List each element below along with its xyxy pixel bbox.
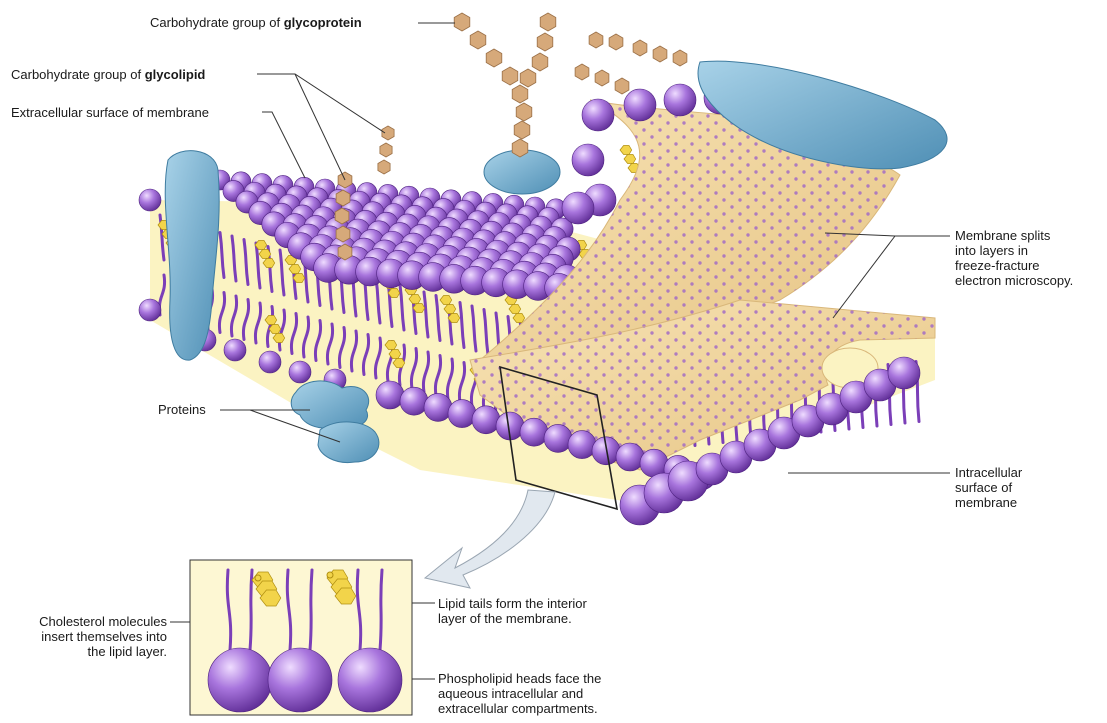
cholesterol-ring: [620, 146, 632, 155]
inset-phospholipid-head: [338, 648, 402, 712]
phospholipid-head: [224, 339, 246, 361]
label-extracellular-surface: Extracellular surface of membrane: [11, 105, 209, 120]
phospholipid-head: [424, 393, 452, 421]
phospholipid-head: [259, 351, 281, 373]
label-membrane-splits: Membrane splits into layers in freeze-fr…: [955, 228, 1073, 288]
sugar-unit: [540, 13, 556, 31]
sugar-unit: [486, 49, 502, 67]
sugar-unit: [382, 126, 394, 140]
sugar-unit: [615, 78, 629, 94]
phospholipid-head: [568, 431, 596, 459]
sugar-unit: [633, 40, 647, 56]
phospholipid-head: [544, 424, 572, 452]
phospholipid-head: [400, 387, 428, 415]
phospholipid-head: [572, 144, 604, 176]
phospholipid-head: [472, 406, 500, 434]
label-proteins: Proteins: [158, 402, 206, 417]
sugar-unit: [595, 70, 609, 86]
cholesterol-ring: [624, 155, 636, 164]
label-intracellular-surface: Intracellular surface of membrane: [955, 465, 1022, 510]
label-cholesterol: Cholesterol molecules insert themselves …: [9, 614, 167, 659]
label-glycoprotein: Carbohydrate group of glycoprotein: [150, 15, 362, 30]
sugar-unit: [512, 85, 528, 103]
phospholipid-head: [624, 89, 656, 121]
label-glycolipid: Carbohydrate group of glycolipid: [11, 67, 205, 82]
phospholipid-head: [562, 192, 594, 224]
sugar-unit: [512, 139, 528, 157]
glycoprotein-base: [484, 150, 560, 194]
sugar-unit: [502, 67, 518, 85]
zoom-arrow: [425, 490, 555, 588]
sugar-unit: [336, 190, 350, 206]
inset-phospholipid-head: [208, 648, 272, 712]
sugar-unit: [514, 121, 530, 139]
sugar-unit: [653, 46, 667, 62]
sugar-unit: [673, 50, 687, 66]
sugar-unit: [470, 31, 486, 49]
sugar-unit: [516, 103, 532, 121]
phospholipid-head: [376, 381, 404, 409]
phospholipid-head: [582, 99, 614, 131]
sugar-unit: [454, 13, 470, 31]
sugar-unit: [589, 32, 603, 48]
sugar-unit: [336, 226, 350, 242]
sugar-unit: [338, 244, 352, 260]
sugar-unit: [532, 53, 548, 71]
inset-phospholipid-head: [268, 648, 332, 712]
sugar-unit: [520, 69, 536, 87]
lipid-tail: [380, 570, 382, 650]
lipid-tail: [250, 570, 252, 650]
sugar-unit: [537, 33, 553, 51]
lipid-tail: [310, 570, 312, 650]
sugar-unit: [380, 143, 392, 157]
phospholipid-head: [888, 357, 920, 389]
phospholipid-head: [616, 443, 644, 471]
phospholipid-head: [448, 400, 476, 428]
phospholipid-head: [139, 189, 161, 211]
phospholipid-head: [664, 84, 696, 116]
label-phospholipid-heads: Phospholipid heads face the aqueous intr…: [438, 671, 601, 716]
phospholipid-head: [520, 418, 548, 446]
sugar-unit: [609, 34, 623, 50]
phospholipid-head: [139, 299, 161, 321]
sugar-unit: [575, 64, 589, 80]
label-lipid-tails: Lipid tails form the interior layer of t…: [438, 596, 587, 626]
sugar-unit: [378, 160, 390, 174]
phospholipid-head: [289, 361, 311, 383]
sugar-unit: [335, 208, 349, 224]
